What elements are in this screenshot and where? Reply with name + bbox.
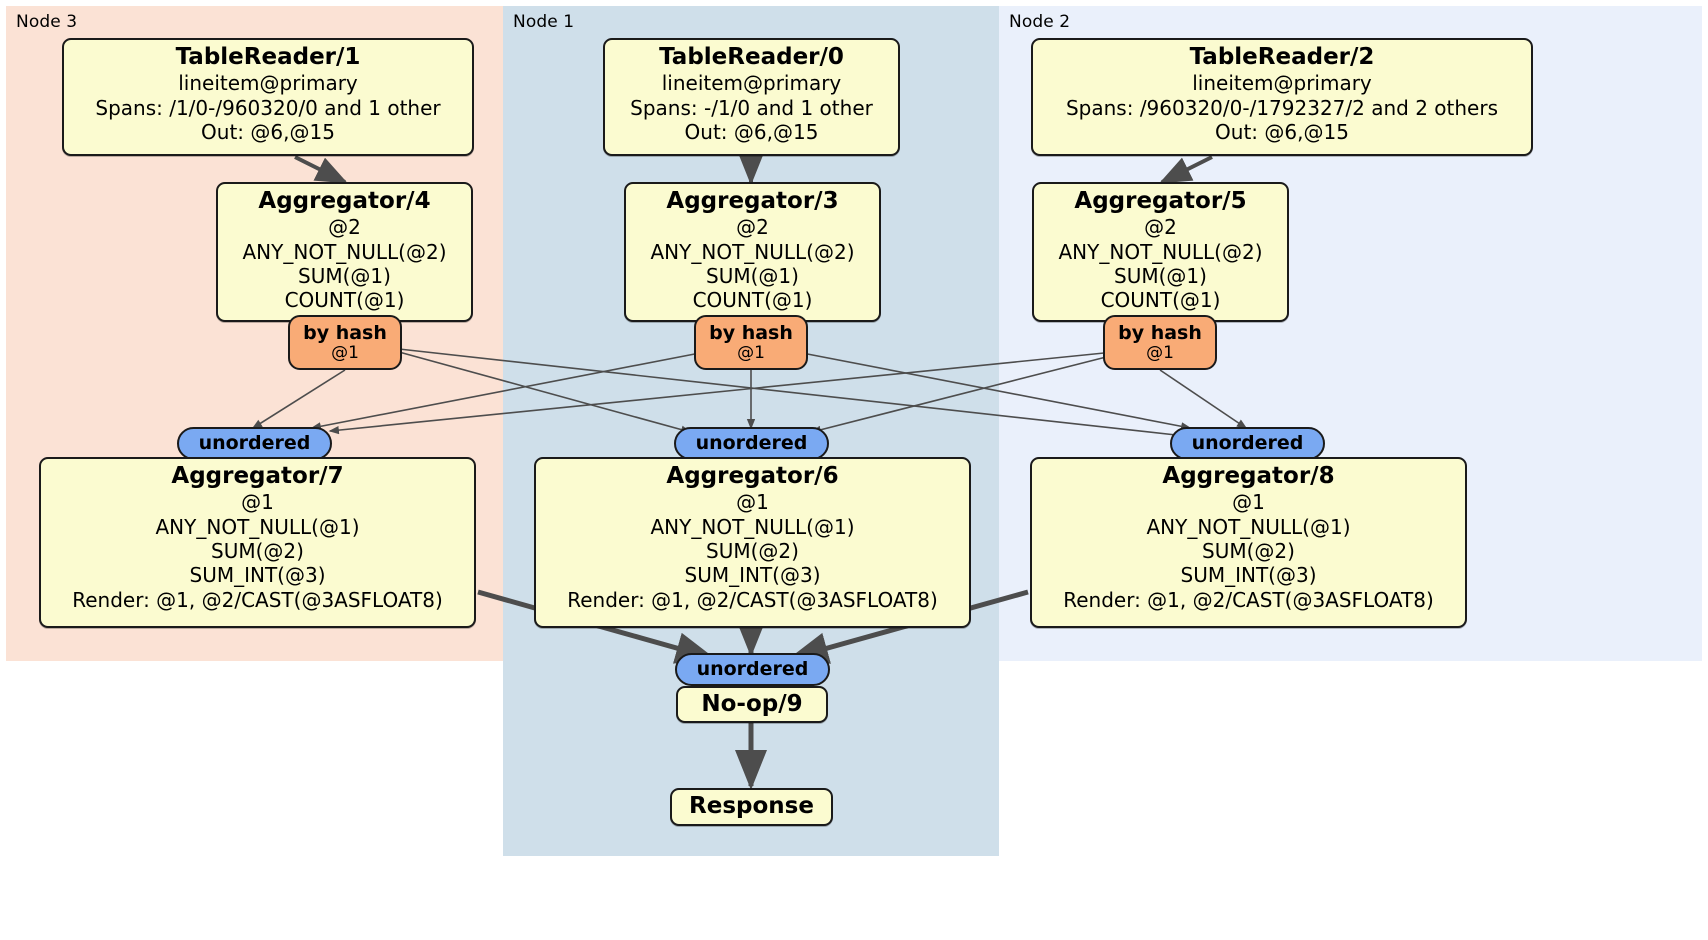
sync-badge-unordered-left[interactable]: unordered xyxy=(177,427,332,460)
processor-detail-line: ANY_NOT_NULL(@2) xyxy=(1058,239,1263,264)
processor-detail-line: @1 xyxy=(1232,490,1265,515)
processor-title: Aggregator/3 xyxy=(666,188,839,214)
sync-badge-label: unordered xyxy=(198,432,311,455)
router-badge-by-hash-right[interactable]: by hash @1 xyxy=(1103,315,1217,370)
sync-badge-unordered-final[interactable]: unordered xyxy=(675,653,830,686)
processor-detail-line: Out: @6,@15 xyxy=(201,119,335,144)
processor-title: No-op/9 xyxy=(701,690,803,717)
processor-aggregator-5[interactable]: Aggregator/5 @2 ANY_NOT_NULL(@2) SUM(@1)… xyxy=(1032,182,1289,322)
processor-title: Aggregator/7 xyxy=(171,463,344,489)
processor-detail-line: Spans: /1/0-/960320/0 and 1 other xyxy=(95,95,441,120)
processor-table-reader-1[interactable]: TableReader/1 lineitem@primary Spans: /1… xyxy=(62,38,474,156)
processor-title: TableReader/2 xyxy=(1189,44,1375,70)
processor-detail-line: ANY_NOT_NULL(@2) xyxy=(650,239,855,264)
processor-detail-line: ANY_NOT_NULL(@1) xyxy=(155,514,360,539)
node-group-label-node1: Node 1 xyxy=(513,12,575,32)
sync-badge-unordered-mid[interactable]: unordered xyxy=(674,427,829,460)
processor-title: Aggregator/8 xyxy=(1162,463,1335,489)
processor-detail-line: COUNT(@1) xyxy=(1100,288,1221,313)
processor-detail-line: COUNT(@1) xyxy=(284,288,405,313)
sync-badge-label: unordered xyxy=(1191,432,1304,455)
processor-title: Aggregator/5 xyxy=(1074,188,1247,214)
processor-detail-line: SUM(@1) xyxy=(1114,263,1207,288)
processor-title: Aggregator/6 xyxy=(666,463,839,489)
processor-table-reader-0[interactable]: TableReader/0 lineitem@primary Spans: -/… xyxy=(603,38,900,156)
router-badge-label: by hash xyxy=(1118,321,1202,344)
processor-detail-line: lineitem@primary xyxy=(178,71,358,96)
processor-detail-line: SUM_INT(@3) xyxy=(1180,563,1317,588)
processor-detail-line: Out: @6,@15 xyxy=(1215,119,1349,144)
node-group-label-node2: Node 2 xyxy=(1009,12,1071,32)
processor-aggregator-7[interactable]: Aggregator/7 @1 ANY_NOT_NULL(@1) SUM(@2)… xyxy=(39,457,476,628)
sync-badge-label: unordered xyxy=(695,432,808,455)
router-badge-by-hash-left[interactable]: by hash @1 xyxy=(288,315,402,370)
router-badge-by-hash-mid[interactable]: by hash @1 xyxy=(694,315,808,370)
processor-detail-line: SUM(@1) xyxy=(298,263,391,288)
processor-detail-line: @1 xyxy=(241,490,274,515)
processor-detail-line: @2 xyxy=(1144,215,1177,240)
router-badge-label: by hash xyxy=(709,321,793,344)
processor-response[interactable]: Response xyxy=(670,788,833,826)
processor-detail-line: SUM_INT(@3) xyxy=(189,563,326,588)
sync-badge-unordered-right[interactable]: unordered xyxy=(1170,427,1325,460)
sync-badge-label: unordered xyxy=(696,658,809,681)
processor-detail-line: SUM(@2) xyxy=(706,538,799,563)
processor-detail-line: ANY_NOT_NULL(@2) xyxy=(242,239,447,264)
processor-detail-line: SUM(@2) xyxy=(211,538,304,563)
router-badge-column: @1 xyxy=(331,342,359,363)
processor-detail-line: lineitem@primary xyxy=(1192,71,1372,96)
router-badge-column: @1 xyxy=(1146,342,1174,363)
processor-detail-line: COUNT(@1) xyxy=(692,288,813,313)
processor-detail-line: Render: @1, @2/CAST(@3ASFLOAT8) xyxy=(72,587,443,612)
processor-aggregator-4[interactable]: Aggregator/4 @2 ANY_NOT_NULL(@2) SUM(@1)… xyxy=(216,182,473,322)
processor-table-reader-2[interactable]: TableReader/2 lineitem@primary Spans: /9… xyxy=(1031,38,1533,156)
processor-detail-line: SUM_INT(@3) xyxy=(684,563,821,588)
processor-detail-line: SUM(@2) xyxy=(1202,538,1295,563)
processor-aggregator-6[interactable]: Aggregator/6 @1 ANY_NOT_NULL(@1) SUM(@2)… xyxy=(534,457,971,628)
processor-title: Aggregator/4 xyxy=(258,188,431,214)
processor-detail-line: @2 xyxy=(328,215,361,240)
router-badge-label: by hash xyxy=(303,321,387,344)
processor-noop-9[interactable]: No-op/9 xyxy=(676,686,828,723)
processor-aggregator-8[interactable]: Aggregator/8 @1 ANY_NOT_NULL(@1) SUM(@2)… xyxy=(1030,457,1467,628)
processor-detail-line: @2 xyxy=(736,215,769,240)
processor-aggregator-3[interactable]: Aggregator/3 @2 ANY_NOT_NULL(@2) SUM(@1)… xyxy=(624,182,881,322)
processor-title: TableReader/0 xyxy=(659,44,844,70)
processor-detail-line: @1 xyxy=(736,490,769,515)
router-badge-column: @1 xyxy=(737,342,765,363)
processor-detail-line: SUM(@1) xyxy=(706,263,799,288)
processor-detail-line: Out: @6,@15 xyxy=(684,119,819,144)
processor-detail-line: ANY_NOT_NULL(@1) xyxy=(1146,514,1351,539)
node-group-label-node3: Node 3 xyxy=(16,12,78,32)
processor-detail-line: Spans: -/1/0 and 1 other xyxy=(630,95,873,120)
processor-detail-line: Render: @1, @2/CAST(@3ASFLOAT8) xyxy=(567,587,938,612)
processor-title: TableReader/1 xyxy=(175,44,361,70)
processor-detail-line: Render: @1, @2/CAST(@3ASFLOAT8) xyxy=(1063,587,1434,612)
processor-detail-line: ANY_NOT_NULL(@1) xyxy=(650,514,855,539)
processor-detail-line: lineitem@primary xyxy=(661,71,842,96)
processor-title: Response xyxy=(689,793,814,820)
processor-detail-line: Spans: /960320/0-/1792327/2 and 2 others xyxy=(1065,95,1498,120)
